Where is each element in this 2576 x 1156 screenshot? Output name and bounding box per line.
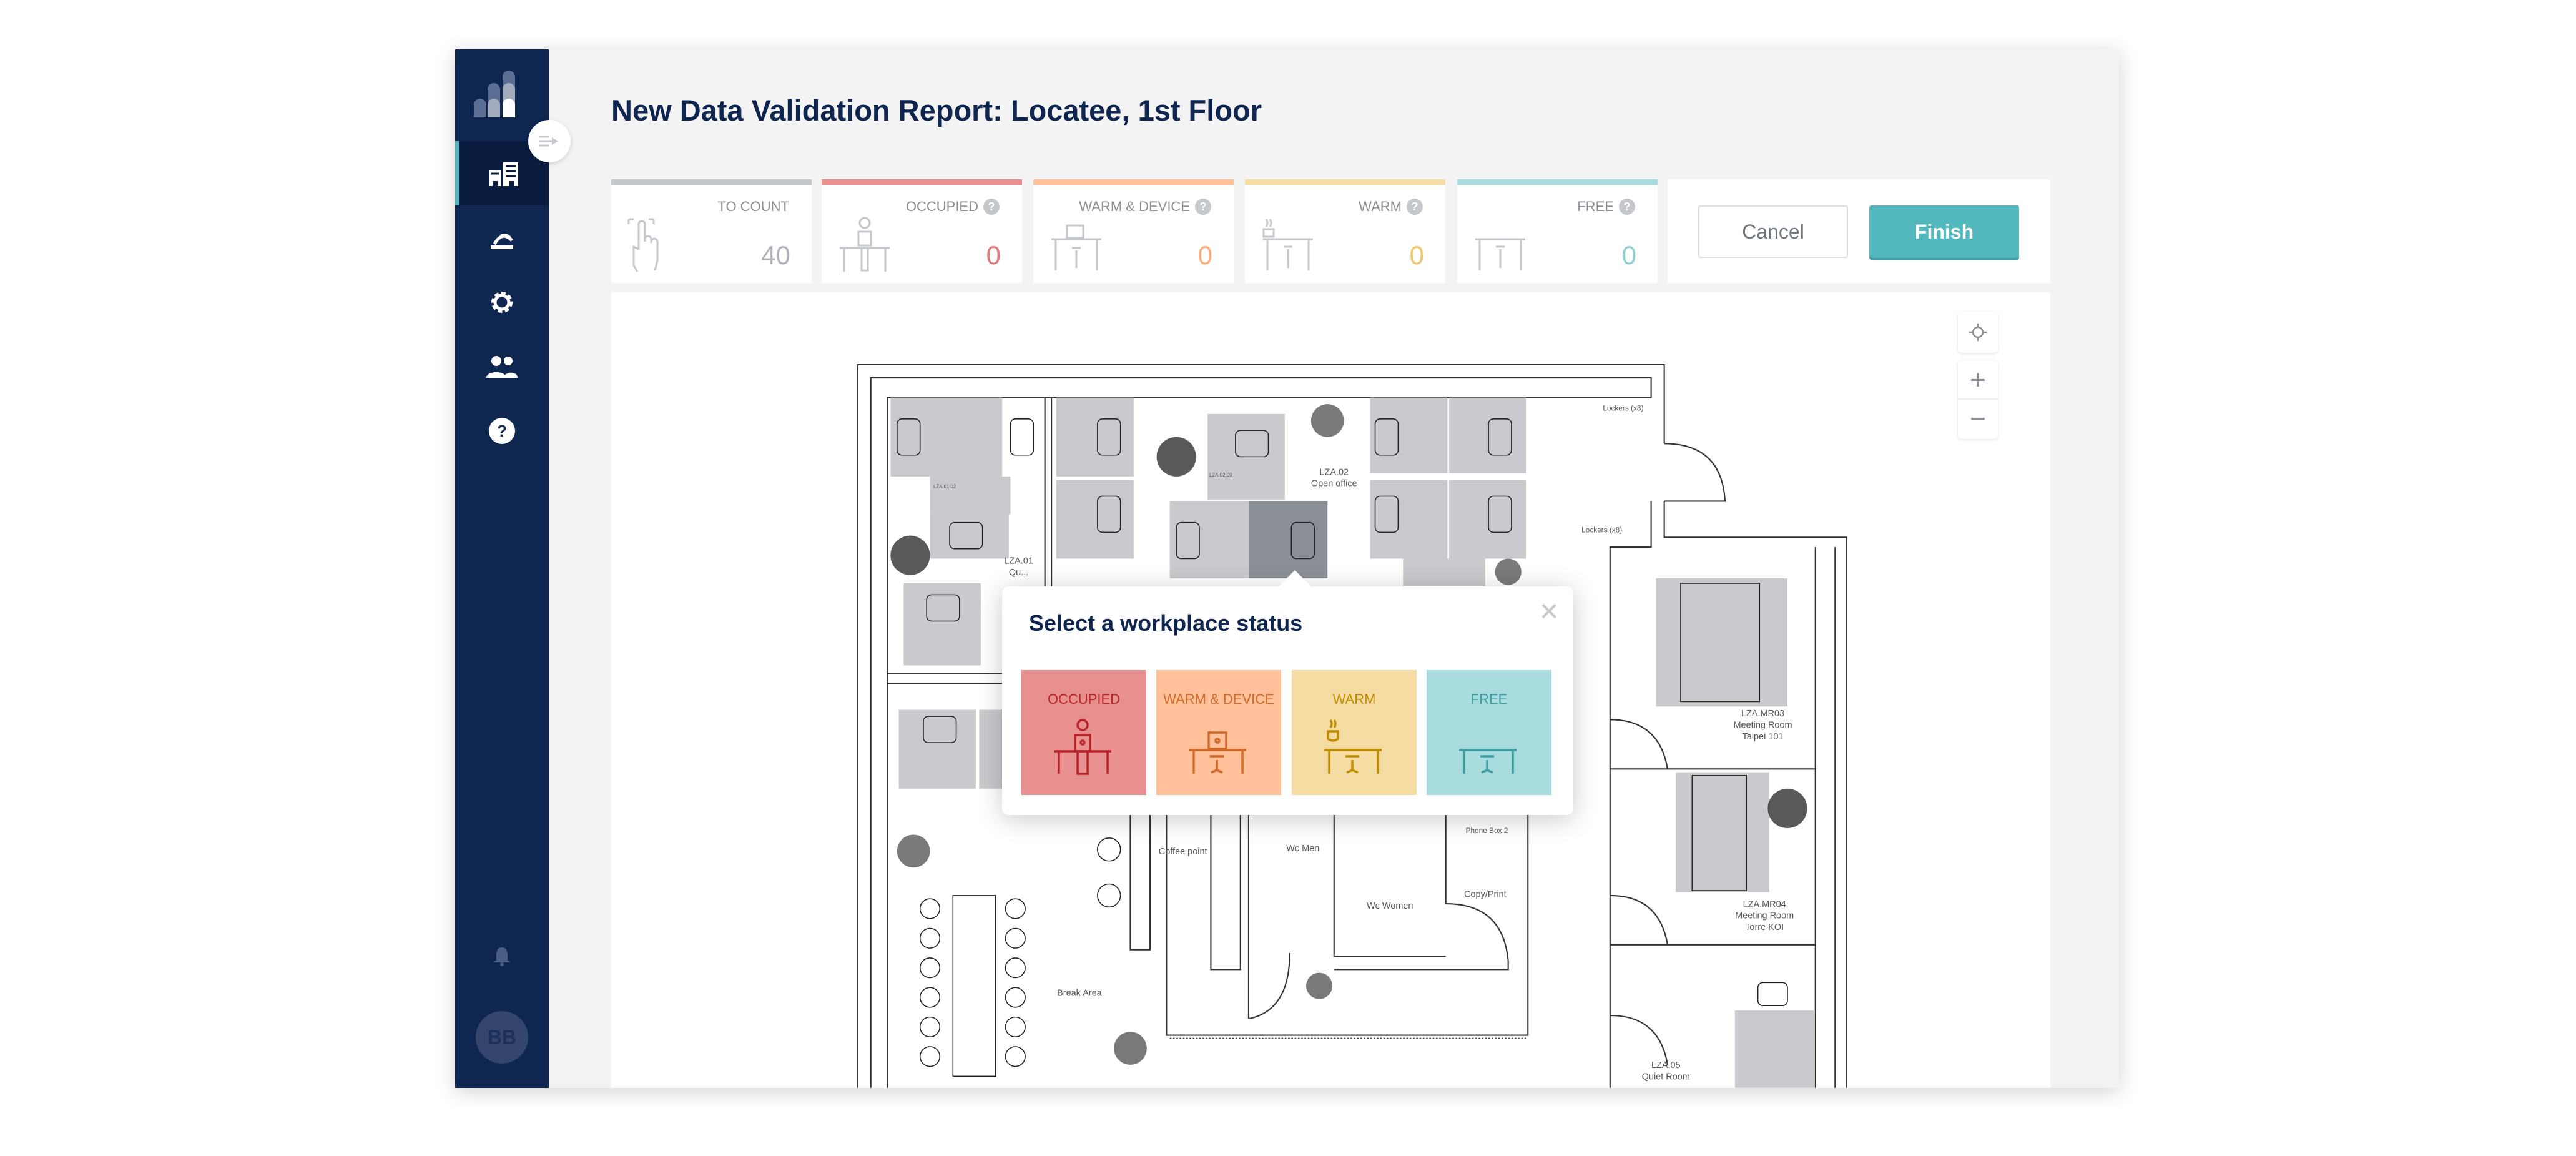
occupied-desk-icon: [840, 217, 890, 272]
stat-label-row: FREE?: [1577, 199, 1635, 215]
room-label: Meeting Room: [1735, 911, 1794, 921]
stat-value: 0: [1621, 240, 1636, 270]
room-label: LZA.MR04: [1743, 899, 1786, 909]
free-desk-icon: [1459, 749, 1517, 774]
zoom-in-button[interactable]: +: [1958, 361, 1998, 400]
actions-panel: Cancel Finish: [1668, 179, 2050, 283]
sidebar-item-help[interactable]: ?: [455, 398, 549, 463]
users-icon: [486, 355, 518, 378]
room-label: Qu...: [1009, 568, 1028, 578]
status-label: OCCUPIED: [1047, 691, 1121, 707]
finish-button[interactable]: Finish: [1869, 205, 2019, 258]
logo-icon: [474, 71, 530, 121]
warm-device-desk-icon: [1051, 224, 1101, 270]
stat-label-row: WARM?: [1359, 199, 1423, 215]
bell-icon: [493, 947, 511, 966]
stat-value: 0: [1197, 240, 1212, 270]
warm-desk-icon: [1324, 719, 1382, 774]
stat-value: 0: [986, 240, 1001, 270]
room-label: LZA.02: [1319, 467, 1349, 477]
locate-icon: [1969, 324, 1987, 341]
zoom-out-button[interactable]: −: [1970, 403, 1986, 434]
room-label: LZA.01: [1004, 556, 1033, 566]
sidebar: ? BB: [455, 49, 571, 1088]
stat-card-warm: WARM? 0: [1245, 179, 1445, 283]
status-option-warm-device[interactable]: WARM & DEVICE: [1156, 670, 1281, 795]
occupied-desk-icon: [1054, 719, 1111, 775]
stat-card-free: FREE? 0: [1457, 179, 1658, 283]
stat-label-row: OCCUPIED?: [906, 199, 1000, 215]
status-label: FREE: [1470, 691, 1508, 707]
stat-card-to-count: TO COUNT 40: [611, 179, 812, 283]
room-label: Phone Box 2: [1466, 826, 1508, 835]
stat-label-row: WARM & DEVICE?: [1079, 199, 1211, 215]
sidebar-item-users[interactable]: [455, 334, 549, 398]
stat-value: 40: [761, 240, 790, 270]
status-option-warm[interactable]: WARM: [1292, 670, 1417, 795]
room-label: Torre KOI: [1745, 922, 1784, 932]
help-icon[interactable]: ?: [1619, 199, 1635, 215]
room-label: Coffee point: [1159, 847, 1207, 857]
app-window: ? BB New Data Validation Report: Locatee…: [455, 49, 2119, 1088]
status-label: WARM & DEVICE: [1163, 691, 1274, 707]
close-button[interactable]: ✕: [1538, 598, 1560, 626]
sidebar-toggle-button[interactable]: [528, 120, 571, 162]
floor-plan-map[interactable]: LZA.01 Qu... LZA.02 Open office Lockers …: [611, 292, 2050, 1088]
room-label: Meeting Room: [1733, 721, 1792, 731]
zoom-controls: + −: [1958, 360, 1998, 439]
room-label: LZA.MR03: [1741, 709, 1784, 719]
floor-plan-drawing[interactable]: LZA.01 Qu... LZA.02 Open office Lockers …: [611, 292, 2050, 1088]
building-icon: [489, 162, 518, 186]
stat-label: WARM & DEVICE: [1079, 199, 1190, 214]
help-icon[interactable]: ?: [1407, 199, 1423, 215]
stat-label: WARM: [1359, 199, 1402, 214]
sidebar-item-reception[interactable]: [455, 205, 549, 270]
room-label: Wc Men: [1286, 844, 1319, 854]
cancel-button[interactable]: Cancel: [1698, 205, 1848, 258]
room-label: LZA.05: [1651, 1060, 1681, 1070]
stat-label: FREE: [1577, 199, 1614, 214]
room-label: Open office: [1311, 479, 1357, 489]
sidebar-item-settings[interactable]: [455, 270, 549, 334]
status-label: WARM: [1332, 691, 1376, 707]
room-label: Quiet Room: [1642, 1072, 1690, 1082]
hand-tap-icon: [627, 218, 659, 272]
stat-label: OCCUPIED: [905, 199, 978, 214]
free-desk-icon: [1475, 238, 1525, 270]
user-avatar[interactable]: BB: [476, 1011, 528, 1064]
notifications-button[interactable]: [455, 931, 549, 981]
stat-card-occupied: OCCUPIED? 0: [822, 179, 1022, 283]
popup-title: Select a workplace status: [1029, 610, 1303, 636]
reception-icon: [491, 233, 513, 249]
stat-label: TO COUNT: [717, 199, 789, 214]
svg-text:?: ?: [497, 422, 507, 440]
desk-label: LZA.02.09: [1209, 472, 1232, 478]
room-label: Wc Women: [1367, 901, 1413, 911]
workplace-status-popup: Select a workplace status ✕ OCCUPIED WAR…: [1002, 570, 1573, 815]
room-label: Lockers (x8): [1603, 404, 1643, 413]
status-option-occupied[interactable]: OCCUPIED: [1021, 670, 1146, 795]
room-label: Copy/Print: [1464, 890, 1507, 900]
stat-card-warm-device: WARM & DEVICE? 0: [1033, 179, 1234, 283]
page-title: New Data Validation Report: Locatee, 1st…: [611, 94, 1262, 127]
gear-icon: [491, 291, 513, 313]
room-label: Lockers (x8): [1581, 525, 1622, 534]
warm-desk-icon: [1262, 219, 1313, 270]
plant-icons: [890, 404, 1807, 1065]
help-icon[interactable]: ?: [983, 199, 1000, 215]
collapse-arrow-icon: [539, 136, 558, 147]
stat-value: 0: [1409, 240, 1424, 270]
room-label: Break Area: [1057, 988, 1103, 998]
locate-button[interactable]: [1958, 312, 1998, 353]
help-icon[interactable]: ?: [1195, 199, 1211, 215]
room-label: Taipei 101: [1743, 732, 1784, 742]
help-icon: ?: [489, 417, 515, 444]
desk-label: LZA.01.02: [933, 483, 956, 489]
status-option-free[interactable]: FREE: [1427, 670, 1551, 795]
warm-device-desk-icon: [1189, 731, 1246, 774]
